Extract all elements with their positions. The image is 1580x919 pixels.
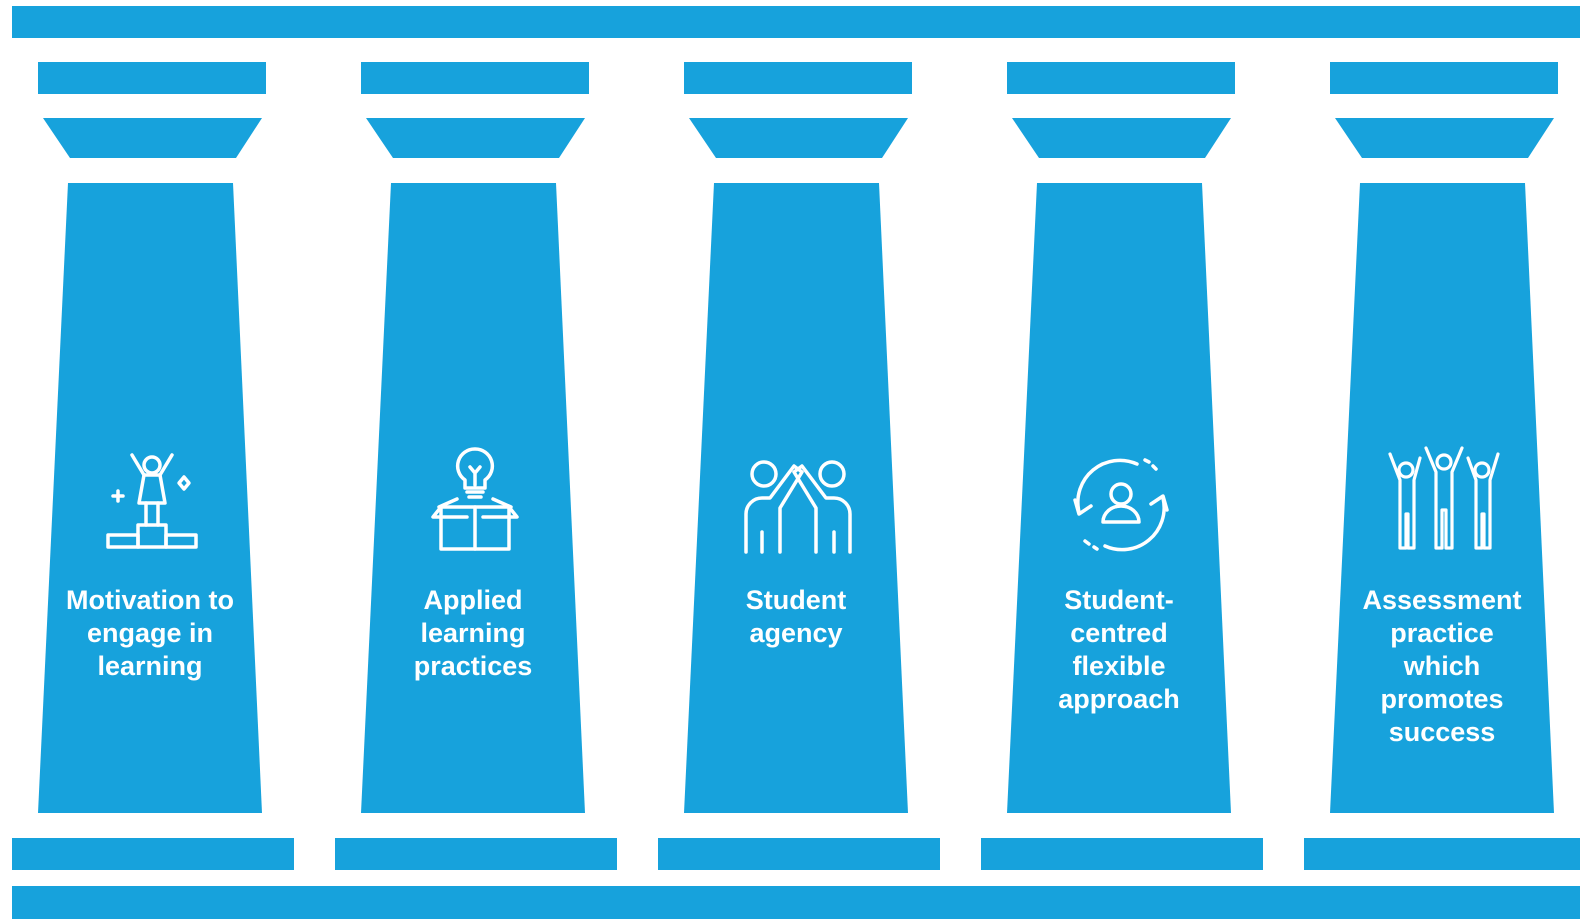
pillar-base	[1304, 838, 1580, 870]
bottom-beam	[12, 886, 1580, 919]
pillar-base	[981, 838, 1263, 870]
pillar-label: Motivation to engage in learning	[66, 585, 234, 681]
pillar-shaft	[1007, 183, 1231, 813]
person-cycle-icon	[1061, 450, 1181, 560]
pillar-echinus	[43, 118, 262, 158]
pillar-label: Applied learning practices	[413, 585, 533, 681]
pillar-label: Assessment practice which promotes succe…	[1362, 585, 1522, 747]
pillar-abacus	[1330, 62, 1558, 94]
pillar-echinus	[366, 118, 585, 158]
pillar-label: Student agency	[745, 585, 847, 648]
pillar-abacus	[1007, 62, 1235, 94]
pillar-base	[335, 838, 617, 870]
pillar-label: Student-centred flexible approach	[1058, 585, 1180, 714]
pillar-abacus	[361, 62, 589, 94]
pillar-echinus	[1012, 118, 1231, 158]
pillar-abacus	[684, 62, 912, 94]
high-five-icon	[738, 452, 858, 562]
pillar-echinus	[689, 118, 908, 158]
top-beam	[12, 6, 1580, 38]
pillar-abacus	[38, 62, 266, 94]
pillar-shaft	[1330, 183, 1554, 813]
group-celebration-icon	[1384, 444, 1504, 554]
pillar-base	[12, 838, 294, 870]
pillar-shaft	[38, 183, 262, 813]
lightbulb-box-icon	[415, 445, 535, 555]
pillar-base	[658, 838, 940, 870]
pillar-shaft	[684, 183, 908, 813]
podium-winner-icon	[92, 445, 212, 555]
pillar-echinus	[1335, 118, 1554, 158]
